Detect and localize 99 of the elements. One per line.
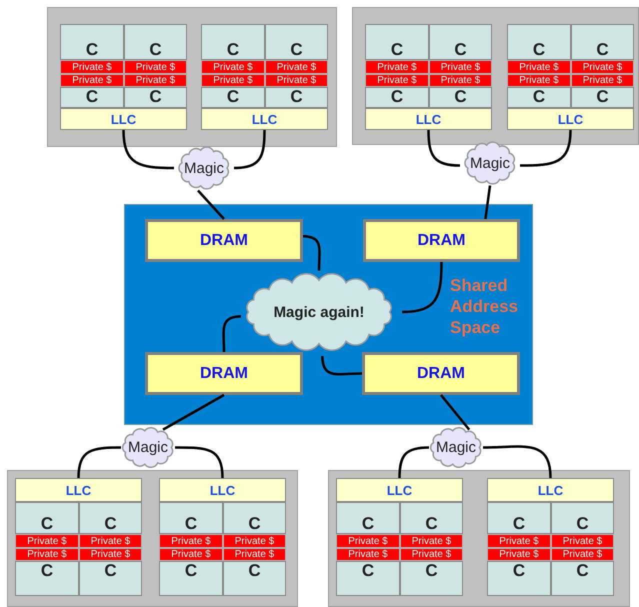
core-box: C: [60, 87, 124, 108]
private-cache-bar: Private $: [429, 60, 492, 74]
private-cache-bar: Private $: [223, 548, 286, 561]
private-cache-bar: Private $: [551, 534, 614, 548]
connector-line: [520, 130, 572, 167]
private-cache-bar: Private $: [571, 74, 634, 87]
core-box: C: [507, 87, 571, 108]
core-box: C: [159, 502, 223, 534]
core-box: C: [336, 502, 400, 534]
private-cache-bar: Private $: [487, 548, 551, 561]
core-box: C: [336, 561, 400, 596]
connector-line: [175, 446, 224, 478]
connector-line: [234, 130, 266, 170]
core-box: C: [487, 561, 551, 596]
server-box: [328, 470, 630, 607]
private-cache-bar: Private $: [265, 60, 328, 74]
llc-bar: LLC: [15, 478, 142, 502]
dram-box: DRAM: [145, 219, 303, 262]
core-box: C: [15, 502, 79, 534]
connector-line: [440, 394, 470, 430]
private-cache-bar: Private $: [201, 74, 265, 87]
core-box: C: [79, 502, 142, 534]
private-cache-bar: Private $: [124, 60, 187, 74]
core-box: C: [400, 561, 463, 596]
cloud-label: Magic: [436, 439, 476, 456]
private-cache-bar: Private $: [159, 548, 223, 561]
private-cache-bar: Private $: [507, 60, 571, 74]
core-box: C: [79, 561, 142, 596]
private-cache-bar: Private $: [60, 60, 124, 74]
core-box: C: [400, 502, 463, 534]
core-box: C: [571, 87, 634, 108]
core-box: C: [223, 561, 286, 596]
connector-line: [77, 446, 121, 478]
cloud-label: Magic: [470, 154, 510, 172]
connector-line: [482, 445, 552, 478]
private-cache-bar: Private $: [551, 548, 614, 561]
core-box: C: [124, 87, 187, 108]
core-box: C: [571, 24, 634, 60]
private-cache-bar: Private $: [336, 548, 400, 561]
cloud-label: Magic: [128, 439, 168, 456]
private-cache-bar: Private $: [365, 74, 429, 87]
connector-line: [122, 130, 174, 170]
private-cache-bar: Private $: [400, 548, 463, 561]
core-box: C: [265, 24, 328, 60]
core-box: C: [265, 87, 328, 108]
core-box: C: [551, 561, 614, 596]
memory-label: Shared Address Space: [450, 275, 520, 338]
private-cache-bar: Private $: [159, 534, 223, 548]
core-box: C: [365, 87, 429, 108]
llc-bar: LLC: [60, 108, 187, 130]
core-box: C: [15, 561, 79, 596]
shared-memory-panel: [124, 204, 533, 425]
core-box: C: [223, 502, 286, 534]
private-cache-bar: Private $: [571, 60, 634, 74]
core-box: C: [507, 24, 571, 60]
server-box: [47, 7, 337, 147]
dram-box: DRAM: [363, 219, 520, 262]
private-cache-bar: Private $: [15, 548, 79, 561]
private-cache-bar: Private $: [201, 60, 265, 74]
llc-bar: LLC: [159, 478, 286, 502]
core-box: C: [60, 24, 124, 60]
core-box: C: [365, 24, 429, 60]
private-cache-bar: Private $: [507, 74, 571, 87]
server-box: [7, 470, 298, 607]
core-box: C: [159, 561, 223, 596]
private-cache-bar: Private $: [79, 548, 142, 561]
cloud-label: Magic: [184, 160, 224, 176]
connector-line: [427, 130, 460, 167]
connector-line: [162, 394, 225, 431]
private-cache-bar: Private $: [79, 534, 142, 548]
llc-bar: LLC: [487, 478, 614, 502]
llc-bar: LLC: [507, 108, 634, 130]
dram-box: DRAM: [145, 352, 303, 395]
llc-bar: LLC: [336, 478, 463, 502]
private-cache-bar: Private $: [365, 60, 429, 74]
core-box: C: [201, 24, 265, 60]
llc-bar: LLC: [201, 108, 328, 130]
core-box: C: [551, 502, 614, 534]
connector-line: [402, 262, 443, 314]
core-box: C: [201, 87, 265, 108]
private-cache-bar: Private $: [223, 534, 286, 548]
connector-line: [321, 356, 362, 376]
private-cache-bar: Private $: [124, 74, 187, 87]
private-cache-bar: Private $: [400, 534, 463, 548]
core-box: C: [487, 502, 551, 534]
private-cache-bar: Private $: [265, 74, 328, 87]
private-cache-bar: Private $: [429, 74, 492, 87]
cloud-label: Magic again!: [274, 304, 364, 320]
private-cache-bar: Private $: [336, 534, 400, 548]
core-box: C: [429, 24, 492, 60]
core-box: C: [429, 87, 492, 108]
llc-bar: LLC: [365, 108, 492, 130]
private-cache-bar: Private $: [60, 74, 124, 87]
private-cache-bar: Private $: [487, 534, 551, 548]
connector-line: [398, 446, 430, 478]
core-box: C: [124, 24, 187, 60]
server-box: [352, 7, 639, 145]
private-cache-bar: Private $: [15, 534, 79, 548]
dram-box: DRAM: [362, 352, 520, 395]
